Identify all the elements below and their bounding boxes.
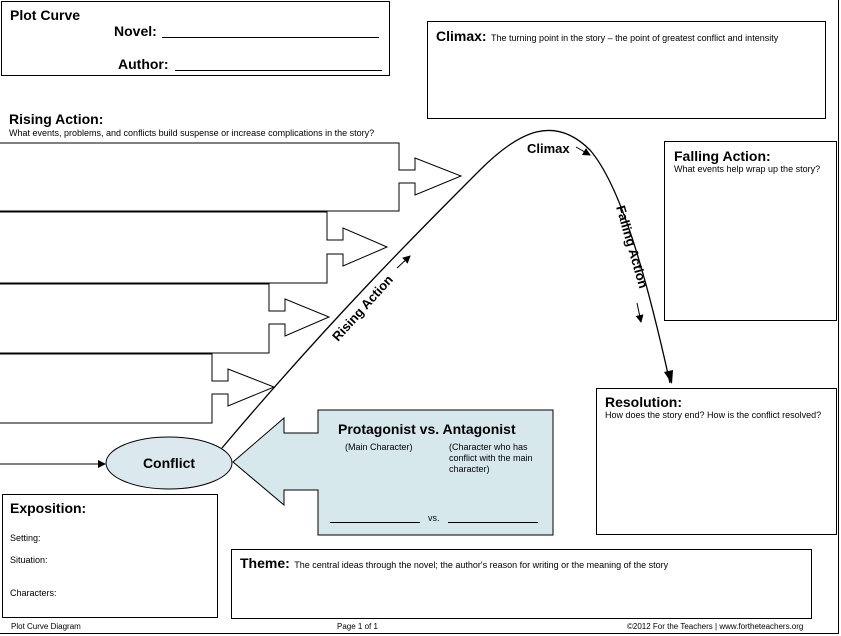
novel-label: Novel: — [114, 23, 157, 39]
exposition-box[interactable]: Exposition: Setting: Situation: Characte… — [2, 494, 218, 618]
rising-direction-arrow — [396, 255, 411, 269]
author-label: Author: — [118, 56, 169, 72]
header-box: Plot Curve Novel: Author: — [1, 1, 390, 76]
climax-direction-arrow — [575, 146, 591, 156]
exposition-title: Exposition: — [10, 500, 87, 516]
theme-description: The central ideas through the novel; the… — [294, 560, 669, 570]
climax-description: The turning point in the story – the poi… — [491, 33, 779, 43]
falling-direction-arrow — [635, 302, 644, 323]
vs-label: vs. — [428, 513, 440, 523]
curve-end-arrowhead — [664, 370, 673, 384]
rising-event-box-2[interactable] — [0, 211, 389, 284]
resolution-box[interactable]: Resolution: How does the story end? How … — [596, 388, 837, 535]
resolution-title: Resolution: — [605, 394, 682, 410]
novel-field[interactable] — [162, 37, 379, 38]
antagonist-field[interactable] — [448, 522, 538, 523]
protagonist-title: Protagonist vs. Antagonist — [338, 421, 516, 437]
rising-event-box-1[interactable] — [0, 142, 463, 212]
rising-action-description: What events, problems, and conflicts bui… — [9, 128, 375, 138]
curve-label-falling: Falling Action — [613, 204, 651, 290]
main-character-label: (Main Character) — [345, 442, 413, 452]
page-title: Plot Curve — [10, 7, 81, 23]
setting-label: Setting: — [10, 533, 41, 543]
rising-action-title: Rising Action: — [9, 111, 104, 127]
falling-action-box[interactable]: Falling Action: What events help wrap up… — [664, 141, 837, 321]
falling-action-title: Falling Action: — [674, 148, 771, 164]
curve-label-climax: Climax — [527, 141, 570, 156]
protagonist-arrow-box[interactable] — [232, 409, 554, 536]
theme-title: Theme: — [240, 555, 290, 571]
footer-right: ©2012 For the Teachers | www.fortheteach… — [627, 622, 804, 631]
climax-title: Climax: — [436, 28, 487, 44]
antagonist-description: (Character who has conflict with the mai… — [449, 442, 533, 474]
rising-event-box-3[interactable] — [0, 283, 331, 354]
curve-label-rising: Rising Action — [329, 272, 396, 344]
footer-center: Page 1 of 1 — [337, 622, 378, 631]
page-border-right — [838, 0, 839, 634]
characters-label: Characters: — [10, 588, 57, 598]
protagonist-field[interactable] — [330, 522, 420, 523]
page-border-bottom — [0, 633, 839, 634]
author-field[interactable] — [175, 70, 382, 71]
rising-event-box-4[interactable] — [0, 353, 276, 424]
theme-box[interactable]: Theme: The central ideas through the nov… — [231, 549, 812, 619]
climax-box[interactable]: Climax: The turning point in the story –… — [427, 21, 826, 119]
situation-label: Situation: — [10, 555, 48, 565]
footer-left: Plot Curve Diagram — [11, 622, 81, 631]
falling-action-description: What events help wrap up the story? — [674, 164, 821, 174]
resolution-description: How does the story end? How is the confl… — [605, 410, 822, 420]
conflict-ellipse[interactable] — [105, 436, 233, 490]
plot-curve-line — [221, 129, 671, 449]
conflict-label: Conflict — [143, 455, 195, 471]
